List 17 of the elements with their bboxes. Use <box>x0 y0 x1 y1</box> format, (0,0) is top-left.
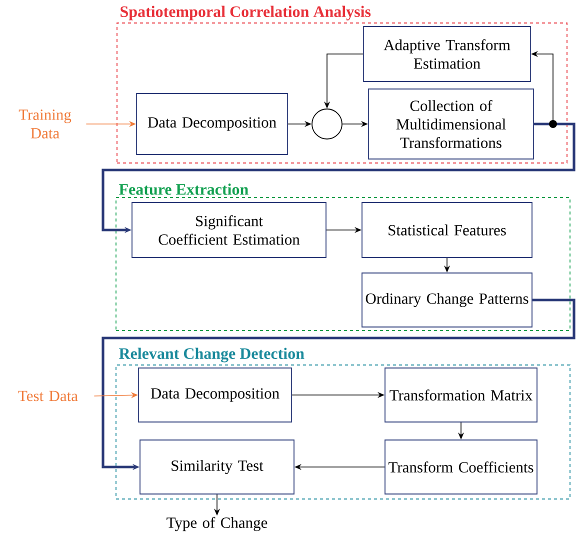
process-box: Adaptive Transform Estimation <box>363 26 531 82</box>
process-box: Collection of Multidimensional Transformations <box>368 88 534 160</box>
process-box: Data Decomposition <box>138 368 292 422</box>
process-box: Similarity Test <box>140 440 294 494</box>
section-title: Spatiotemporal Correlation Analysis <box>120 6 371 20</box>
process-box: Transformation Matrix <box>384 368 538 422</box>
bare-label: Type of Change <box>166 516 268 532</box>
section-title: Relevant Change Detection <box>119 348 304 362</box>
process-box: Data Decomposition <box>136 93 288 155</box>
process-box: Significant Coefficient Estimation <box>132 202 326 258</box>
process-box: Ordinary Change Patterns <box>362 272 532 328</box>
process-box: Transform Coefficients <box>384 440 538 494</box>
bare-label: Training Data <box>18 110 72 138</box>
section-title: Feature Extraction <box>119 184 248 195</box>
process-box: Statistical Features <box>362 202 532 258</box>
bare-label: Test Data <box>18 390 78 402</box>
circle-symbol <box>312 108 342 140</box>
